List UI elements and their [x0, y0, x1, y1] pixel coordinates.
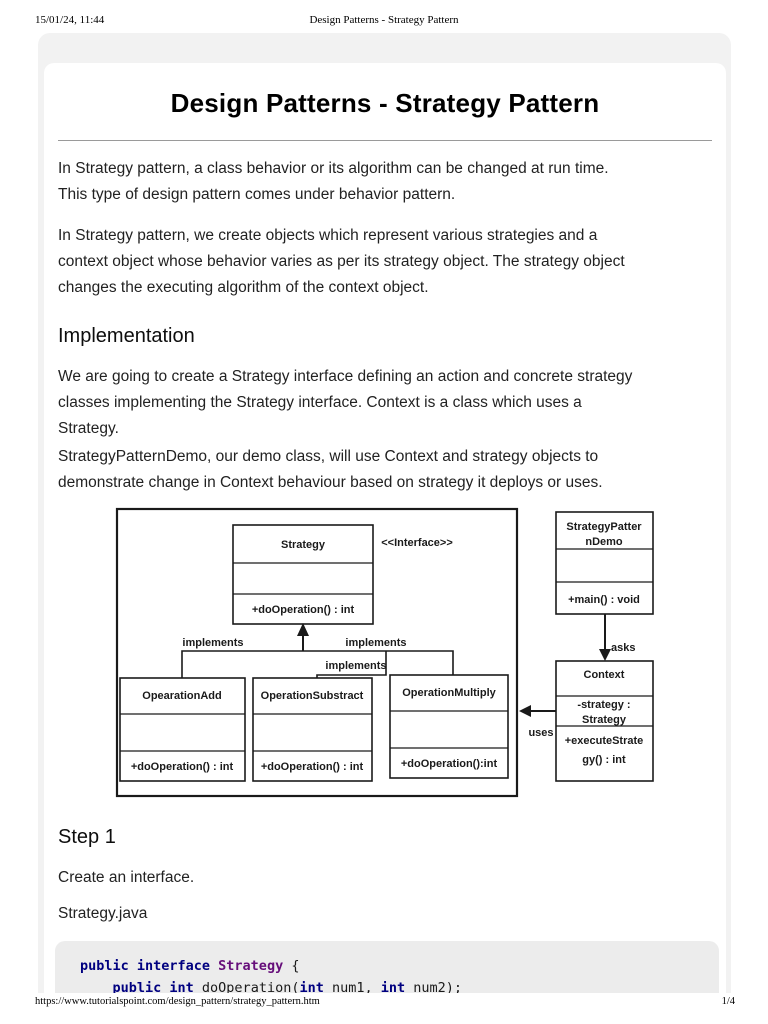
implementation-paragraph-1: We are going to create a Strategy interf… — [58, 368, 633, 437]
uml-generalization-arrowhead — [297, 623, 309, 636]
uml-implements-connectors — [181, 623, 454, 678]
print-date: 15/01/24, 11:44 — [35, 14, 105, 26]
article-content: Design Patterns - Strategy Pattern In St… — [44, 87, 726, 993]
print-footer: https://www.tutorialspoint.com/design_pa… — [35, 996, 735, 1007]
footer-page-number: 1/4 — [721, 996, 735, 1007]
uml-operation-add-method: +doOperation() : int — [131, 761, 234, 773]
print-doc-title: Design Patterns - Strategy Pattern — [309, 14, 459, 26]
uml-demo-method: +main() : void — [568, 594, 640, 606]
uml-outer-frame — [115, 507, 519, 798]
uml-context-name: Context — [584, 669, 625, 681]
uml-operation-add-class: OpearationAdd +doOperation() : int — [119, 677, 246, 782]
uml-strategy-pattern-demo-class: StrategyPatter nDemo +main() : void — [555, 511, 654, 615]
uml-implements-right-label: implements — [345, 637, 406, 649]
uml-demo-name-line2: nDemo — [585, 536, 623, 548]
uml-operation-add-name: OpearationAdd — [142, 690, 221, 702]
uml-asks-label: asks — [611, 642, 635, 654]
divider — [58, 140, 712, 141]
uml-context-class: Context -strategy : Strategy +executeStr… — [555, 660, 654, 782]
uml-operation-multiply-name: OperationMultiply — [402, 687, 496, 699]
step1-heading: Step 1 — [58, 826, 116, 848]
uml-context-method-line1: +executeStrate — [565, 735, 644, 747]
uml-stereotype-label: <<Interface>> — [381, 537, 453, 549]
footer-url: https://www.tutorialspoint.com/design_pa… — [35, 996, 320, 1007]
page-title: Design Patterns - Strategy Pattern — [170, 88, 600, 118]
article-card: Design Patterns - Strategy Pattern In St… — [44, 63, 726, 993]
uml-context-attr-line2: Strategy — [582, 714, 627, 726]
uml-asks-connector — [599, 614, 611, 661]
implementation-paragraph-2: StrategyPatternDemo, our demo class, wil… — [58, 448, 603, 491]
uml-context-method-line2: gy() : int — [582, 754, 626, 766]
uml-strategy-method: +doOperation() : int — [252, 604, 355, 616]
uml-uses-label: uses — [528, 727, 553, 739]
print-header: 15/01/24, 11:44 Design Patterns - Strate… — [35, 14, 733, 28]
uml-operation-multiply-class: OperationMultiply +doOperation():int — [389, 674, 509, 779]
uml-operation-substract-method: +doOperation() : int — [261, 761, 364, 773]
uml-operation-substract-class: OperationSubstract +doOperation() : int — [252, 677, 373, 782]
uml-diagram: Strategy +doOperation() : int <<Interfac… — [112, 504, 660, 800]
step1-filename: Strategy.java — [58, 905, 148, 922]
implementation-heading: Implementation — [58, 325, 195, 347]
content-card: Design Patterns - Strategy Pattern In St… — [38, 33, 731, 993]
uml-operation-substract-name: OperationSubstract — [261, 690, 364, 702]
code-block: public interface Strategy { public int d… — [55, 941, 719, 993]
uml-strategy-class: Strategy +doOperation() : int — [232, 524, 374, 625]
intro-paragraph-1: In Strategy pattern, a class behavior or… — [58, 160, 609, 203]
uml-operation-multiply-method: +doOperation():int — [401, 758, 498, 770]
uml-implements-mid-label: implements — [325, 660, 386, 672]
uml-context-attr-line1: -strategy : — [577, 699, 630, 711]
code-pre: public interface Strategy { public int d… — [80, 958, 463, 993]
uml-uses-connector — [519, 705, 556, 717]
uml-demo-name-line1: StrategyPatter — [566, 521, 642, 533]
uml-strategy-name: Strategy — [281, 539, 326, 551]
intro-paragraph-2: In Strategy pattern, we create objects w… — [58, 227, 625, 296]
step1-description: Create an interface. — [58, 869, 195, 886]
uml-implements-left-label: implements — [182, 637, 243, 649]
